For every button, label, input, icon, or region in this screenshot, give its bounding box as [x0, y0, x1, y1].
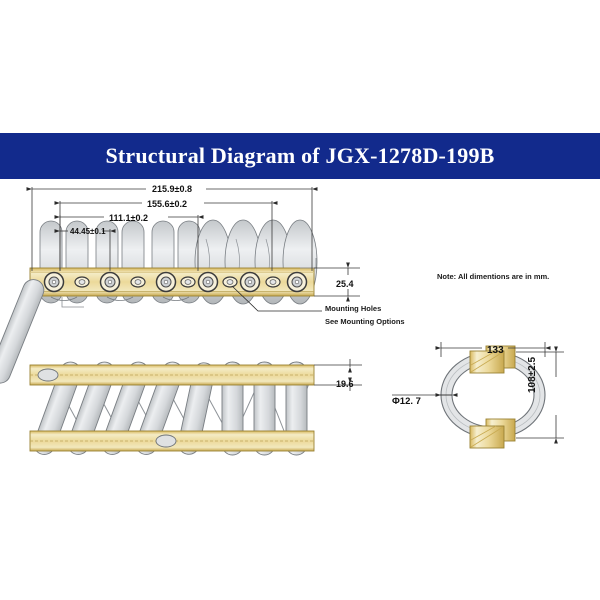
front-view-bar-end-holes[interactable] [37, 368, 177, 448]
mounting-holes-leader-line [231, 285, 322, 312]
dimension-label-side-width: 133 [487, 345, 504, 356]
side-view-clamp-top [469, 345, 516, 374]
dimension-label-pitch: 44.45±0.1 [70, 227, 106, 236]
dimension-label-cable-diameter: Φ12. 7 [392, 396, 421, 407]
front-view-top-bar [29, 364, 315, 386]
front-view-cable-strands-diagonal [0, 279, 45, 384]
side-view-width-dimension [435, 342, 551, 357]
side-view-clamp-bottom [469, 418, 516, 449]
top-view-mounting-holes-large[interactable] [43, 271, 308, 293]
top-view-dimension-lines [26, 187, 318, 271]
side-view [392, 342, 564, 449]
top-view-height-dimension [314, 262, 360, 302]
technical-drawing [0, 187, 564, 456]
dimension-label-bar-thickness: 19.6 [336, 379, 354, 389]
top-view-cable-returns-left [50, 296, 190, 301]
dimension-label-overall-length: 215.9±0.8 [152, 184, 192, 194]
side-view-height-dimension [516, 346, 564, 444]
front-view-thickness-dimension [314, 359, 362, 391]
dimension-label-side-height: 108±2.5 [527, 356, 538, 393]
dimension-label-bar-height: 25.4 [336, 279, 354, 289]
mounting-holes-label: Mounting Holes [325, 304, 382, 313]
top-view-cable-loops-right [194, 219, 318, 305]
mounting-options-label: See Mounting Options [325, 317, 405, 326]
page-title: Structural Diagram of JGX-1278D-199B [105, 143, 495, 168]
units-note: Note: All dimentions are in mm. [437, 272, 550, 281]
top-view [26, 187, 360, 312]
title-banner: Structural Diagram of JGX-1278D-199B [0, 133, 600, 179]
mounting-hole-callout-target [222, 276, 238, 288]
dimension-label-third-length: 111.1±0.2 [109, 213, 148, 223]
top-view-mounting-holes-small[interactable] [74, 276, 281, 288]
front-view [0, 279, 362, 456]
dimension-label-second-length: 155.6±0.2 [147, 199, 187, 209]
